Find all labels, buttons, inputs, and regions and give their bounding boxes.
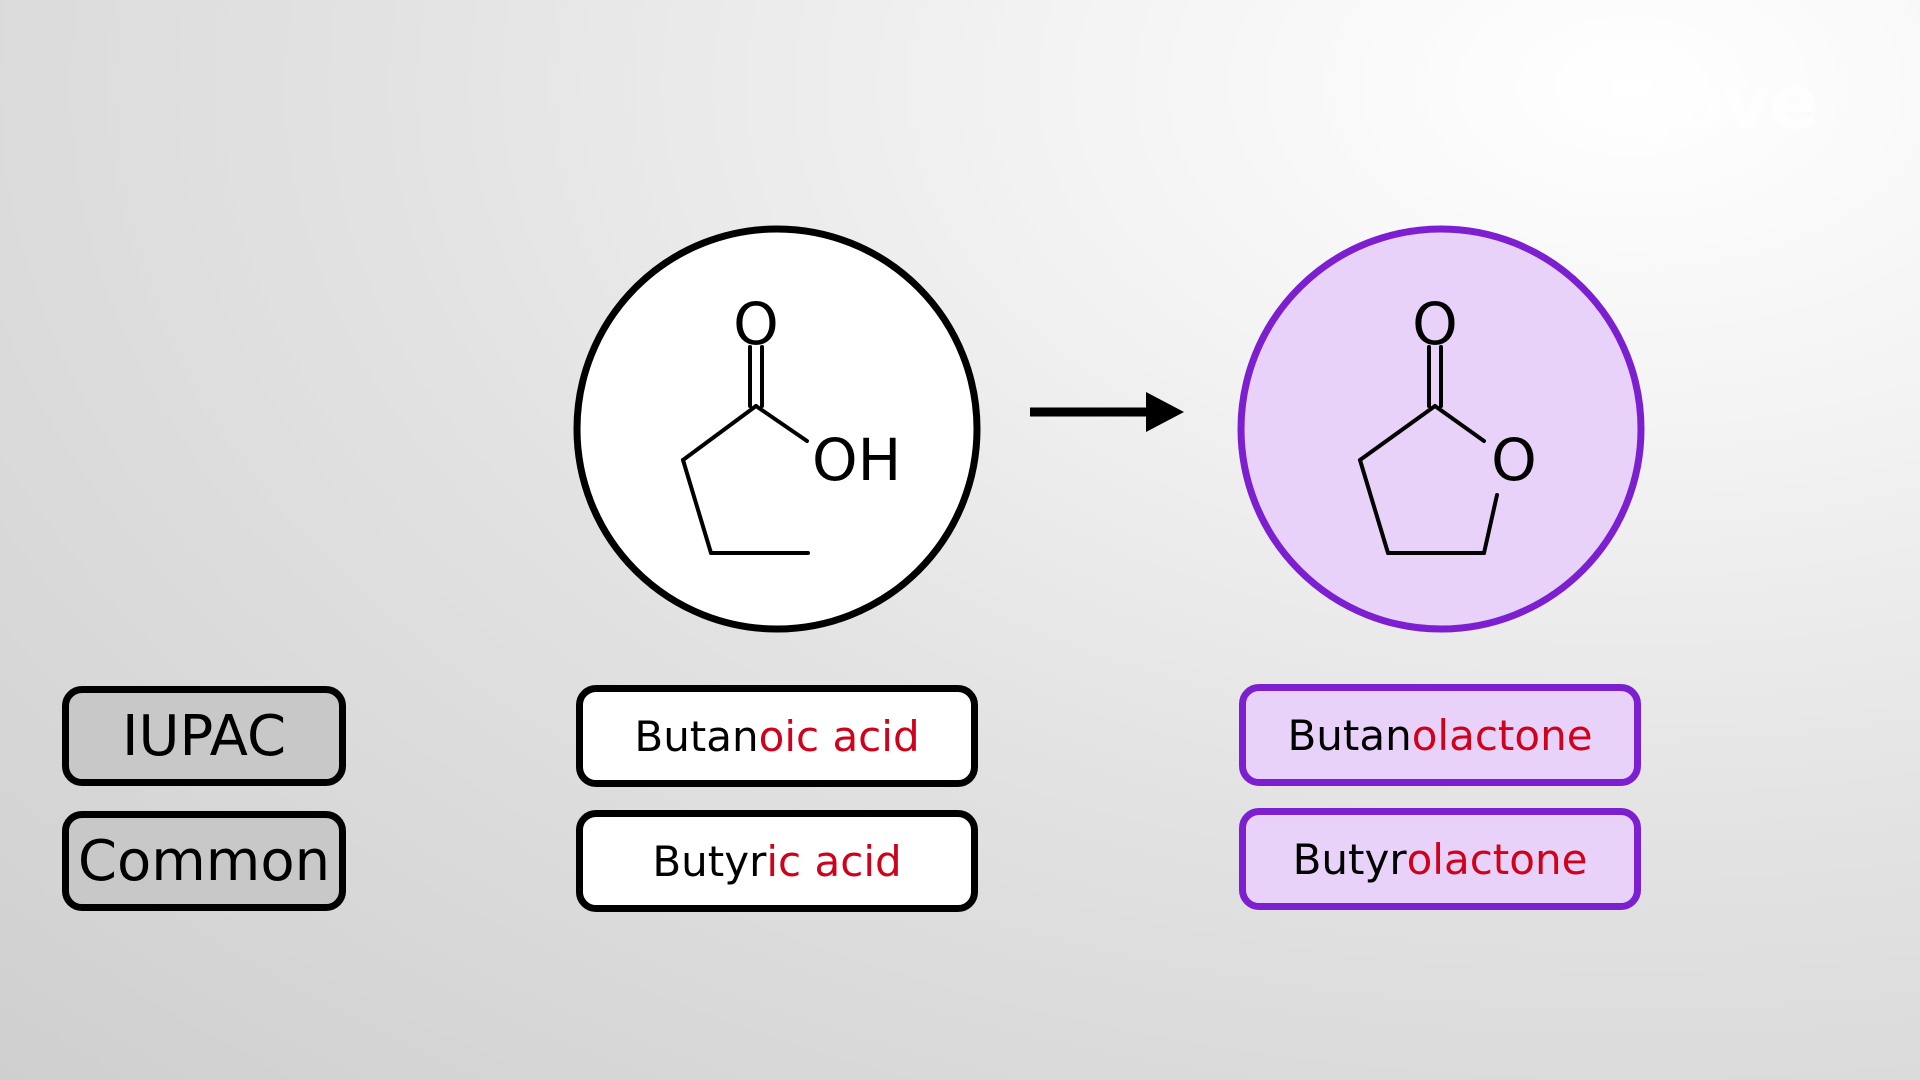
hydroxyl-label: OH — [812, 426, 901, 494]
name-suffix: ic acid — [766, 836, 902, 886]
reaction-arrow-icon — [1030, 392, 1184, 432]
ring-bond-c2-c3 — [1358, 458, 1390, 555]
name-suffix: olactone — [1406, 834, 1588, 884]
bond-c1-c2 — [681, 404, 758, 462]
name-suffix: olactone — [1411, 710, 1593, 760]
reactant-circle — [573, 225, 981, 633]
carbonyl-oxygen-label: O — [1412, 290, 1458, 358]
name-suffix: oic acid — [758, 711, 920, 761]
ring-bond-c1-c2 — [1358, 404, 1437, 462]
logo-text: jove — [1650, 60, 1819, 146]
jove-logo: jove — [1650, 58, 1830, 148]
butanolactone-structure: O O — [1237, 225, 1645, 633]
bond-c1-oh — [754, 404, 809, 443]
name-stem: Butyr — [652, 836, 767, 886]
iupac-label-text: IUPAC — [121, 703, 287, 769]
ring-bond-c4-o — [1482, 493, 1499, 555]
common-label-text: Common — [77, 828, 331, 894]
bond-c2-c3 — [681, 458, 713, 555]
ring-bond-c1-o — [1433, 404, 1486, 443]
product-circle — [1237, 225, 1645, 633]
iupac-row-label: IUPAC — [62, 686, 346, 786]
butanoic-acid-structure: O OH — [573, 225, 981, 633]
name-stem: Butyr — [1292, 834, 1407, 884]
ring-oxygen-label: O — [1491, 426, 1537, 494]
carbonyl-oxygen-label: O — [733, 290, 779, 358]
common-row-label: Common — [62, 811, 346, 911]
name-stem: Butan — [634, 711, 759, 761]
name-stem: Butan — [1287, 710, 1412, 760]
